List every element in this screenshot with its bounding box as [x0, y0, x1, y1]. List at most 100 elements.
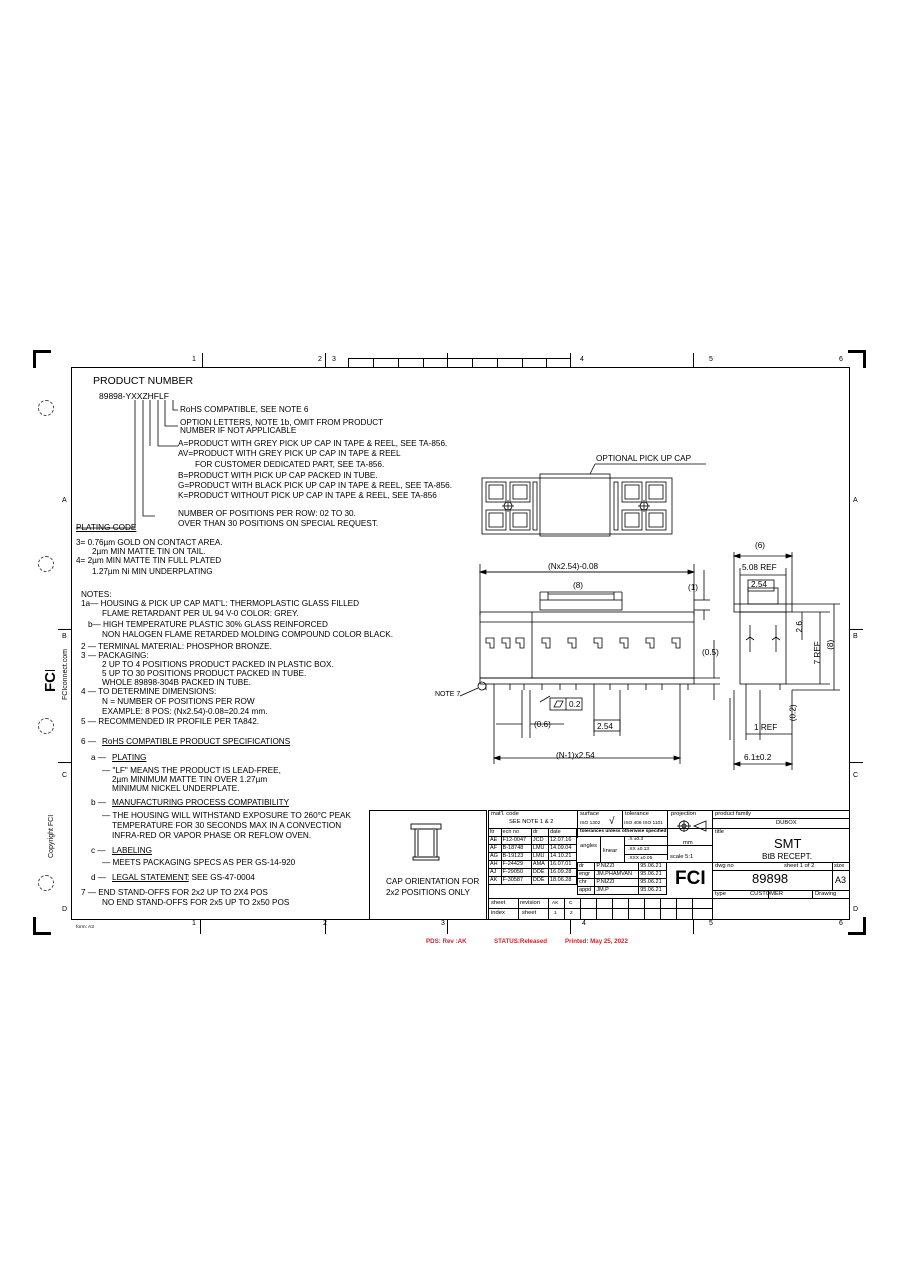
row-right-c: C — [853, 772, 859, 779]
rev-ltr: AG — [488, 852, 502, 861]
footer-pds: PDS: Rev :AK — [426, 938, 467, 945]
dim-0-5: (0.5) — [702, 648, 719, 657]
note-7-1: 7 — END STAND-OFFS FOR 2x2 UP TO 2X4 POS — [81, 888, 268, 897]
rev-ltr: AH — [488, 860, 502, 869]
punch-hole-4 — [38, 875, 54, 891]
table-row: dr P.NIZZI 95.06.21 — [576, 862, 667, 871]
sheet-label-2: sheet — [522, 910, 537, 916]
note-6b-1: — THE HOUSING WILL WITHSTAND EXPOSURE TO… — [102, 811, 351, 820]
zone-top-6: 6 — [839, 356, 843, 363]
note-6b: MANUFACTURING PROCESS COMPATIBILITY — [112, 798, 290, 807]
row-left-b: B — [62, 633, 67, 640]
zone-bottom-1: 1 — [192, 920, 196, 927]
surface-check: √ — [609, 816, 615, 827]
note-4: 4 — TO DETERMINE DIMENSIONS: — [81, 687, 217, 696]
dim-2-54-side: 2.54 — [751, 580, 767, 589]
note-2: 2 — TERMINAL MATERIAL: PHOSPHOR BRONZE. — [81, 642, 272, 651]
x-tol: .X ±0.3 — [628, 837, 644, 842]
note-6d: LEGAL STATEMENT — [112, 873, 189, 882]
table-row: AH F-24429 AMA 16.07.01 — [488, 860, 577, 869]
tolerance-label: tolerance — [625, 811, 649, 817]
note-6a-num: a — — [91, 753, 107, 762]
dim-1: (1) — [688, 583, 699, 592]
row-left-a: A — [62, 497, 67, 504]
top-view — [481, 463, 706, 537]
rev-header-ltr: ltr — [488, 828, 502, 837]
rev-ecn: F12-0047 — [500, 836, 532, 845]
zone-top-1: 1 — [192, 356, 196, 363]
approval-name: P.NIZZI — [594, 862, 640, 871]
revision-label: revision — [520, 900, 540, 906]
approval-role: dr — [576, 862, 596, 871]
sheet-label: sheet — [491, 900, 506, 906]
rev-ecn: F-24429 — [500, 860, 532, 869]
drawing-label: Drawing — [815, 891, 837, 897]
option-letters-2: NUMBER IF NOT APPLICABLE — [180, 426, 297, 435]
plating-3a: 3= 0.76µm GOLD ON CONTACT AREA. — [76, 538, 223, 547]
option-g: G=PRODUCT WITH BLACK PICK UP CAP IN TAPE… — [178, 481, 452, 490]
table-row: AF B-18748 LMU 14.09.04 — [488, 844, 577, 853]
surface-label: surface — [580, 811, 600, 817]
svg-text:FCI: FCI — [42, 670, 59, 692]
note-6d-num: d — — [91, 873, 107, 882]
fci-logo: FCI — [675, 868, 706, 889]
form-label: form: A3 — [76, 925, 94, 930]
sheet-rev: AK — [552, 901, 559, 906]
side-website: FCIconnect.com — [62, 649, 69, 700]
size-value: A3 — [835, 875, 847, 885]
cap-orientation-line-2: 2x2 POSITIONS ONLY — [386, 888, 471, 897]
approvals-table: dr P.NIZZI 95.06.21 engr JM.PHAMVAN 95.0… — [576, 862, 667, 895]
type-value: CUSTOMER — [750, 891, 784, 897]
punch-hole-3 — [38, 718, 54, 734]
zone-top-3: 3 — [332, 356, 336, 363]
dwg-no: 89898 — [752, 871, 789, 886]
units: mm — [683, 840, 693, 846]
side-view — [729, 552, 840, 770]
table-row: chr P.NIZZI 95.06.21 — [576, 878, 667, 887]
title-2: BtB RECEPT. — [762, 852, 813, 861]
option-k: K=PRODUCT WITHOUT PICK UP CAP IN TAPE & … — [178, 491, 437, 500]
zone-top-5: 5 — [709, 356, 713, 363]
approval-role: chr — [576, 878, 596, 887]
note-1a-1: 1a— HOUSING & PICK UP CAP MAT'L: THERMOP… — [81, 599, 360, 608]
rev-ecn: B-19123 — [500, 852, 532, 861]
table-row: AK F-30587 DDE 18.06.28 — [488, 876, 577, 885]
row-right-a: A — [853, 497, 858, 504]
projection-symbol-icon — [677, 820, 707, 832]
note-6c-1: — MEETS PACKAGING SPECS AS PER GS-14-920 — [102, 858, 296, 867]
dwg-no-label: dwg no — [715, 863, 734, 869]
tolerance-std: ISO 406 ISO 1101 — [624, 821, 663, 826]
zone-top-4: 4 — [580, 356, 584, 363]
notes-heading: NOTES: — [81, 590, 112, 599]
rev-dr: LMU — [530, 852, 550, 861]
zone-bottom-4: 4 — [582, 920, 586, 927]
sheet-1: 1 — [554, 911, 557, 916]
front-view — [459, 564, 720, 764]
note-6-num: 6 — — [81, 737, 97, 746]
note-1b-1: b— HIGH TEMPERATURE PLASTIC 30% GLASS RE… — [88, 620, 328, 629]
plating-3b: 2µm MIN MATTE TIN ON TAIL. — [92, 547, 206, 556]
tol-note: tolerances unless otherwise specified — [580, 829, 667, 834]
dim-8-side: (8) — [826, 639, 836, 650]
rev-ecn: B-18748 — [500, 844, 532, 853]
revision-table: ltr ecn no dr date AE F12-0047 JCD 12.07… — [488, 828, 577, 885]
note-4b: EXAMPLE: 8 POS: (Nx2.54)-0.08=20.24 mm. — [102, 707, 268, 716]
note-6a-3: MINIMUM NICKEL UNDERPLATE. — [112, 784, 240, 793]
positions-2: OVER THAN 30 POSITIONS ON SPECIAL REQUES… — [178, 519, 379, 528]
title-1: SMT — [774, 836, 802, 851]
option-av-2: FOR CUSTOMER DEDICATED PART, SEE TA-856. — [195, 460, 385, 469]
dim-2-54: 2.54 — [597, 722, 613, 731]
matl-label: mat'l. code — [491, 811, 519, 817]
zone-bottom-3: 3 — [441, 920, 445, 927]
sheet-of: sheet 1 of 2 — [784, 863, 815, 869]
optional-cap-label: OPTIONAL PICK UP CAP — [596, 454, 692, 463]
zone-top-2: 2 — [318, 356, 322, 363]
dim-0-2: (0.2) — [788, 704, 798, 722]
rev-ecn: F-29050 — [500, 868, 532, 877]
fci-logo-text: FCI — [675, 868, 706, 889]
scale: scale 5:1 — [670, 854, 694, 860]
rev-dr: AMA — [530, 860, 550, 869]
dim-8: (8) — [573, 581, 584, 590]
note-6: RoHS COMPATIBLE PRODUCT SPECIFICATIONS — [102, 737, 291, 746]
approval-role: engr — [576, 870, 596, 879]
